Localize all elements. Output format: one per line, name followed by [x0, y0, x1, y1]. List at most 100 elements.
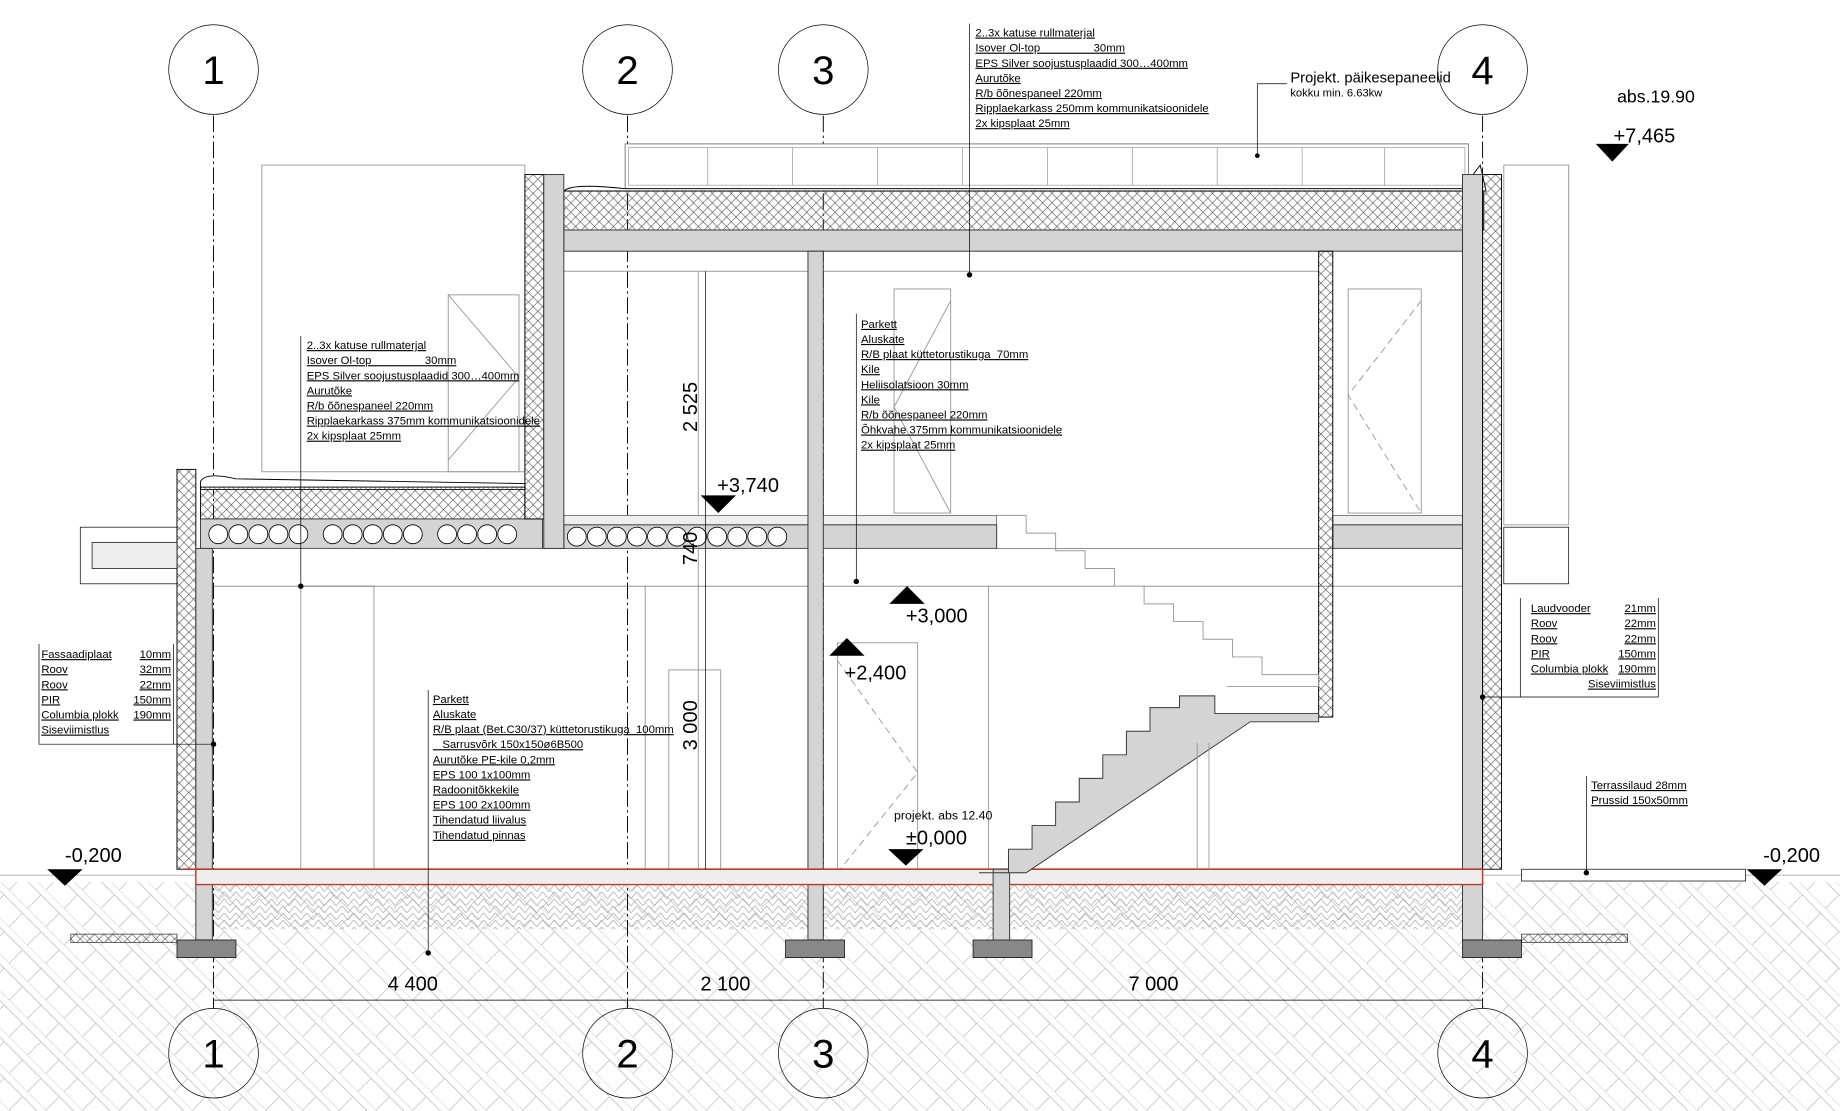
annotation-roof-lower-line: Aurutõke — [307, 385, 352, 397]
dimension-3000: 3 000 — [680, 700, 702, 750]
annotation-roof-upper-line: 2..3x katuse rullmaterjal — [975, 28, 1094, 40]
solar-panels — [624, 143, 1469, 190]
grid-axis-4: 4 — [1471, 49, 1493, 93]
grid-axis-3-bottom: 3 — [812, 1032, 834, 1076]
level-zero: ±0,000 — [906, 827, 967, 849]
canopies — [79, 526, 1746, 882]
grid-axis-4-bottom: 4 — [1471, 1032, 1493, 1076]
annotation-wall-right-label: Roov — [1531, 618, 1558, 630]
stair — [978, 514, 1320, 874]
annotation-wall-right-label: PIR — [1531, 648, 1550, 660]
annotation-floor-upper-line: 2x kipsplaat 25mm — [861, 440, 955, 452]
dimension-lines: 4 400 2 100 7 000 2 525 740 3 000 — [213, 271, 1483, 1001]
upper-roof — [562, 164, 1487, 272]
annotation-slab-ground-line: Radoonitõkkekile — [433, 785, 519, 797]
annotation-slab-ground-line: Tihendatud pinnas — [433, 830, 526, 842]
annotation-slab-ground-line: R/B plaat (Bet.C30/37) küttetorustikuga … — [433, 724, 674, 736]
annotation-terrace-line: Prussid 150x50mm — [1591, 795, 1688, 807]
annotation-floor-upper-line: Parkett — [861, 319, 898, 331]
level-ground-right: -0,200 — [1763, 845, 1820, 867]
grid-axis-3: 3 — [812, 49, 834, 93]
annotation-terrace-line: Terrassilaud 28mm — [1591, 780, 1687, 792]
annotation-wall-left-value: 22mm — [140, 679, 171, 691]
dimension-740: 740 — [680, 532, 702, 565]
level-triangle-icon — [889, 586, 925, 604]
annotation-floor-upper-line: R/B plaat küttetorustikuga 70mm — [861, 349, 1028, 361]
level-roof: +7,465 — [1613, 126, 1675, 148]
level-abs-ground: projekt. abs 12.40 — [894, 809, 992, 823]
level-triangle-icon — [700, 495, 737, 514]
annotation-floor-upper-line: Aluskate — [861, 334, 904, 346]
annotation-wall-right-label: Roov — [1531, 633, 1558, 645]
annotation-floor-upper-line: Heliisolatsioon 30mm — [861, 379, 969, 391]
level-floor2: +3,740 — [717, 475, 779, 497]
annotation-floor-upper-line: Kile — [861, 364, 880, 376]
annotation-slab-ground-line: Aluskate — [433, 709, 476, 721]
level-markers: abs.19.90 +7,465 +3,740 +3,000 +2,400 pr… — [47, 87, 1820, 886]
walls — [176, 174, 1502, 941]
level-triangle-icon — [829, 638, 865, 656]
dimension-4400: 4 400 — [388, 974, 438, 996]
annotation-wall-right-value: 150mm — [1618, 648, 1656, 660]
annotation-wall-left-label: Columbia plokk — [41, 709, 119, 721]
solar-subtitle: kokku min. 6.63kw — [1290, 88, 1383, 100]
solar-title: Projekt. päikesepaneelid — [1290, 71, 1451, 87]
annotation-roof-lower-line: 2..3x katuse rullmaterjal — [307, 340, 426, 352]
annotation-wall-left-value: 10mm — [140, 649, 171, 661]
annotation-wall-right-value: 22mm — [1625, 618, 1656, 630]
grid-axis-1: 1 — [202, 49, 224, 93]
level-door-head: +2,400 — [845, 662, 907, 684]
grid-axis-2: 2 — [616, 49, 638, 93]
lower-roof — [200, 475, 544, 549]
annotation-roof-upper-line: Aurutõke — [975, 73, 1020, 85]
annotation-wall-left-value: 150mm — [133, 694, 171, 706]
annotation-slab-ground-line: EPS 100 1x100mm — [433, 769, 530, 781]
annotation-wall-left-label: PIR — [41, 694, 60, 706]
annotation-roof-upper-line: 2x kipsplaat 25mm — [975, 118, 1069, 130]
annotation-roof-lower-line: Isover Ol-top 30mm — [307, 355, 457, 367]
annotation-roof-upper-line: Isover Ol-top 30mm — [975, 43, 1125, 55]
dimension-2100: 2 100 — [700, 974, 750, 996]
annotation-wall-left-value: 32mm — [140, 664, 171, 676]
intermediate-floor — [200, 515, 1463, 587]
annotation-floor-upper-line: Õhkvahe 375mm kommunikatsioonidele — [861, 424, 1062, 437]
annotation-slab-ground-line: Parkett — [433, 694, 470, 706]
annotation-roof-lower-line: Ripplaekarkass 375mm kommunikatsioonidel… — [307, 416, 540, 428]
grid-axis-1-bottom: 1 — [202, 1032, 224, 1076]
annotation-wall-right-label: Laudvooder — [1531, 603, 1591, 615]
solar-label: Projekt. päikesepaneelid kokku min. 6.63… — [1254, 71, 1451, 159]
dimension-7000: 7 000 — [1128, 974, 1178, 996]
level-triangle-icon — [1746, 869, 1783, 886]
annotation-leaders — [38, 23, 1659, 956]
annotation-roof-lower-line: 2x kipsplaat 25mm — [307, 431, 401, 443]
annotation-roof-upper-line: EPS Silver soojustusplaadid 300…400mm — [975, 58, 1188, 70]
grid-axis-2-bottom: 2 — [616, 1032, 638, 1076]
annotation-wall-right-label: Columbia plokk — [1531, 663, 1609, 675]
annotation-wall-left-value: 190mm — [133, 709, 171, 721]
dimension-2525: 2 525 — [680, 382, 702, 432]
annotation-wall-left-label: Fassaadiplaat — [41, 649, 112, 661]
annotation-roof-lower-line: EPS Silver soojustusplaadid 300…400mm — [307, 370, 520, 382]
level-ground-left: -0,200 — [65, 845, 122, 867]
annotation-floor-upper-line: Kile — [861, 394, 880, 406]
annotation-wall-right-value: 22mm — [1625, 633, 1656, 645]
level-triangle-icon — [1595, 143, 1629, 162]
annotation-roof-lower-line: R/b õõnespaneel 220mm — [307, 400, 433, 412]
annotation-slab-ground-line: Aurutõke PE-kile 0,2mm — [433, 754, 555, 766]
ground — [0, 874, 1840, 1111]
annotation-wall-left-label: Roov — [41, 664, 68, 676]
annotation-slab-ground-line: Sarrusvõrk 150x150ø6B500 — [433, 739, 583, 751]
grid-circles-top: 1 2 3 4 — [168, 24, 1528, 115]
annotation-floor-upper-line: R/b õõnespaneel 220mm — [861, 409, 987, 421]
level-abs-top: abs.19.90 — [1617, 87, 1695, 107]
hollow-core-slab-lower — [208, 524, 518, 545]
annotation-wall-right-value: Siseviimistlus — [1588, 679, 1656, 691]
annotation-slab-ground-line: EPS 100 2x100mm — [433, 800, 530, 812]
ground-slab — [70, 868, 1628, 959]
annotation-wall-left-label: Roov — [41, 679, 68, 691]
level-triangle-icon — [47, 869, 83, 886]
grid-circles-bottom: 1 2 3 4 — [168, 1008, 1528, 1099]
annotation-wall-right-value: 190mm — [1618, 663, 1656, 675]
